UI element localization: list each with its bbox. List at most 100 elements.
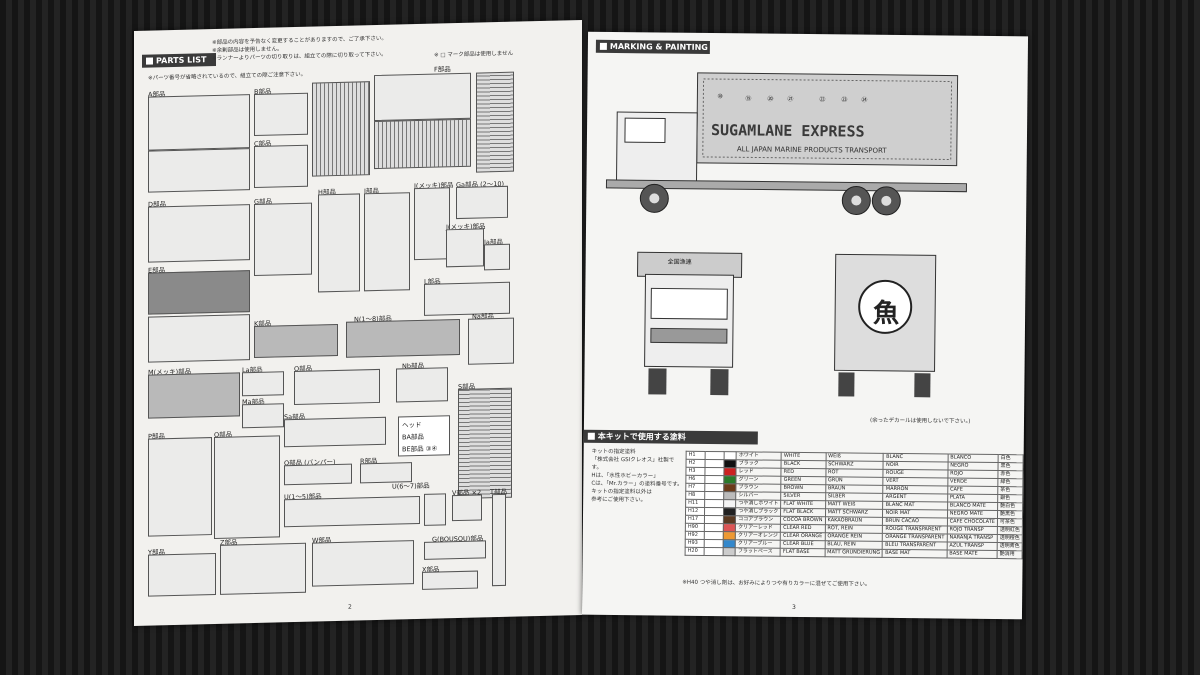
paint-name-de: MATT GRUNDIERUNG xyxy=(824,548,883,558)
paint-c-code: 1 xyxy=(704,451,724,460)
part-label-f: F部品 xyxy=(434,65,451,74)
paint-name-jp: レッド xyxy=(736,467,782,477)
callout-22: ㉒ xyxy=(819,96,826,104)
paint-name-es: BASE MATE xyxy=(946,549,998,559)
paint-name-jp: ブラック xyxy=(736,459,782,469)
paint-name-de: MATT SCHWARZ xyxy=(825,508,884,518)
sprue-b xyxy=(254,92,308,137)
paint-h-code: H90 xyxy=(685,523,705,532)
part-label-u6: U(6～7)部品 xyxy=(392,481,430,491)
sprue-h xyxy=(318,193,360,293)
paint-name-en: GREEN xyxy=(781,476,826,485)
paint-notes: キットの指定塗料 「株式会社 GSIクレオス」社製です。 Hは、「水性ホビーカラ… xyxy=(591,448,684,505)
paint-type: 黒色 xyxy=(997,462,1024,471)
sprue-f-bottom xyxy=(374,118,471,170)
paint-h-code: H20 xyxy=(685,547,704,556)
paint-swatch xyxy=(723,451,737,460)
side-panel-part xyxy=(476,71,514,173)
sprue-w xyxy=(312,540,414,587)
paint-h-code: H17 xyxy=(685,515,705,524)
paint-h-code: H93 xyxy=(685,539,705,548)
paint-note-6: 参考にご使用下さい。 xyxy=(591,496,647,504)
paint-c-code: 182 xyxy=(703,547,723,556)
paint-c-code: 2 xyxy=(704,459,724,468)
sprue-u1 xyxy=(284,495,420,528)
paint-h-code: H2 xyxy=(686,459,705,468)
paint-name-es: CAFE xyxy=(947,486,998,495)
marking-painting-page: MARKING & PAINTING xyxy=(581,31,1029,620)
paint-c-code: 8 xyxy=(704,491,724,500)
paint-name-es: PLATA xyxy=(947,494,998,503)
parts-list-page: PARTS LIST ※部品の内容を予告なく変更することがありますので、ご了承下… xyxy=(134,20,582,626)
paint-name-en: CLEAR BLUE xyxy=(780,540,825,549)
head-label: ヘッド xyxy=(402,420,422,430)
sprue-p xyxy=(148,437,212,537)
paint-name-en: WHITE xyxy=(781,452,826,461)
paint-h-code: H12 xyxy=(685,507,705,516)
truck-diagrams xyxy=(605,72,967,398)
front-plate-text: 全国漁連 xyxy=(667,258,692,266)
paint-name-de: MATT WEIß xyxy=(825,500,884,510)
paint-header: 本キットで使用する塗料 xyxy=(583,429,758,445)
paint-h-code: H6 xyxy=(685,475,705,484)
truck-rear-view xyxy=(834,253,937,398)
head-be-label: BE部品 ③④ xyxy=(402,444,438,454)
paint-c-code: 7 xyxy=(704,483,724,492)
truck-logo-subtext: ALL JAPAN MARINE PRODUCTS TRANSPORT xyxy=(736,145,887,155)
paint-name-jp: クリアーブルー xyxy=(735,539,781,549)
truck-side-view xyxy=(605,72,967,216)
paint-name-es: NEGRO MATE xyxy=(947,509,998,519)
sprue-k xyxy=(254,323,338,359)
paint-h-code: H11 xyxy=(685,499,705,508)
sprue-ja xyxy=(484,243,510,271)
callout-23: ㉓ xyxy=(841,96,848,104)
paint-name-es: NEGRO xyxy=(947,462,999,471)
paint-swatch xyxy=(723,475,737,484)
paint-h-code: H8 xyxy=(685,491,705,500)
sprue-la xyxy=(242,371,284,397)
sprue-e xyxy=(148,270,250,315)
grille-part xyxy=(312,81,370,177)
sprue-d xyxy=(148,204,250,263)
parts-list-header: PARTS LIST xyxy=(142,52,216,68)
paint-c-code: 50 xyxy=(703,539,723,548)
paint-name-en: FLAT BASE xyxy=(780,548,825,557)
sprue-nb xyxy=(396,367,448,403)
paint-footer: ※H40 つや消し剤は、お好みによりつや有りカラーに混ぜてご使用下さい。 xyxy=(682,579,871,588)
page-number-left: 2 xyxy=(348,603,352,611)
paint-type: 白色 xyxy=(998,454,1024,463)
paint-name-es: NARANJA TRANSP xyxy=(946,533,998,543)
paint-c-code: 49 xyxy=(704,531,723,540)
sprue-f-top xyxy=(374,72,471,122)
callout-19: ⑲ xyxy=(745,95,752,103)
paint-c-code: 43 xyxy=(704,515,724,524)
sprue-sa xyxy=(284,416,386,448)
paint-name-jp: クリアーオレンジ xyxy=(735,531,781,541)
paint-name-de: KAKAOBRAUN xyxy=(824,516,883,526)
paint-type: 茶色 xyxy=(997,486,1023,495)
paint-name-fr: ROUGE TRANSPARENT xyxy=(882,525,948,534)
paint-c-code: 47 xyxy=(704,523,723,532)
paint-name-jp: フラットベース xyxy=(735,547,781,557)
sprue-c xyxy=(254,144,308,189)
callout-21: ㉑ xyxy=(787,95,794,103)
paint-name-es: AZUL TRANSP xyxy=(946,541,998,551)
paint-name-fr: ORANGE TRANSPARENT xyxy=(882,533,948,542)
paint-name-es: CAFE CHOCOLATE xyxy=(947,517,998,527)
paint-c-code: 6 xyxy=(704,475,724,484)
truck-logo-text: SUGAMLANE EXPRESS xyxy=(710,121,865,141)
paint-type: 可茶色 xyxy=(997,518,1023,527)
paint-swatch xyxy=(723,467,737,476)
paint-swatch xyxy=(723,507,736,516)
paint-type: 艶消用 xyxy=(997,550,1023,559)
paint-name-en: FLAT WHITE xyxy=(780,500,826,509)
sprue-n xyxy=(346,318,460,358)
paint-name-es: BLANCO xyxy=(947,454,999,463)
sprue-q-bumper xyxy=(284,463,352,486)
paint-h-code: H3 xyxy=(685,467,705,476)
paint-name-jp: ホワイト xyxy=(736,451,782,461)
paint-name-en: CLEAR RED xyxy=(780,524,825,533)
paint-type: 緑色 xyxy=(997,478,1023,487)
